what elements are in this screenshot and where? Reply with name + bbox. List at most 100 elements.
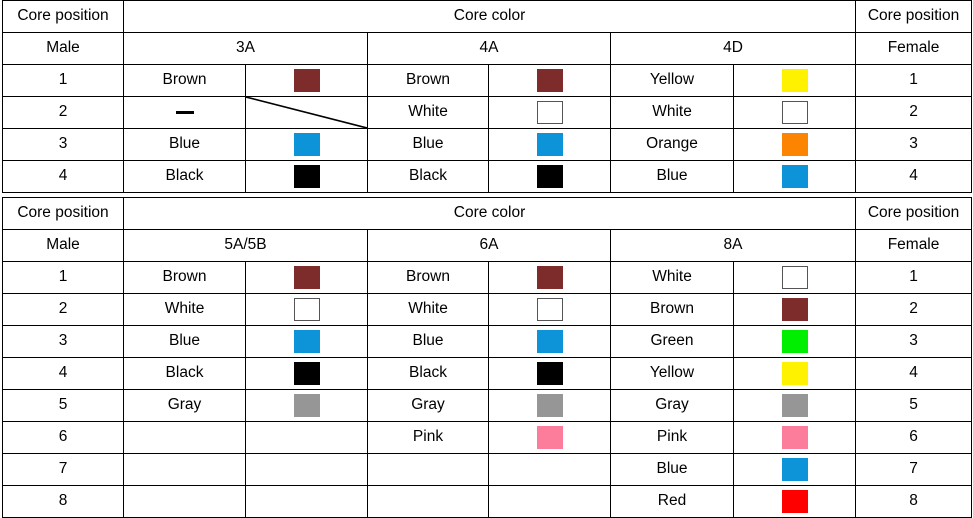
color-swatch-cell <box>488 261 611 294</box>
color-name: Red <box>610 485 734 518</box>
color-swatch-cell <box>732 96 857 129</box>
color-name: Black <box>123 160 246 193</box>
color-swatch-brown <box>536 69 563 92</box>
header-core-position-left: Core position <box>2 0 124 33</box>
color-swatch-orange <box>781 133 808 156</box>
color-swatch-black <box>293 362 320 385</box>
color-name <box>123 453 246 486</box>
dash-icon <box>175 110 194 114</box>
header-core-position-right: Core position <box>855 197 973 230</box>
color-swatch-cell <box>732 389 857 422</box>
subheader-group-5a-5b: 5A/5B <box>123 229 368 262</box>
color-swatch-cell <box>732 261 857 294</box>
color-name: Blue <box>123 128 246 161</box>
color-swatch-cell <box>488 389 611 422</box>
color-swatch-blue <box>293 330 320 353</box>
color-swatch-cell <box>245 389 368 422</box>
female-position: 6 <box>855 421 973 454</box>
color-name: White <box>367 293 489 326</box>
color-name <box>367 453 489 486</box>
color-name: Brown <box>367 64 489 97</box>
color-swatch-cell <box>488 128 611 161</box>
male-position: 4 <box>2 357 124 390</box>
color-swatch-cell <box>245 325 368 358</box>
color-name: Brown <box>123 261 246 294</box>
female-position: 7 <box>855 453 973 486</box>
color-name: White <box>610 96 734 129</box>
color-swatch-cell <box>245 453 368 486</box>
color-swatch-black <box>536 362 563 385</box>
color-swatch-cell <box>732 453 857 486</box>
color-swatch-brown <box>293 69 320 92</box>
header-core-position-right: Core position <box>855 0 973 33</box>
subheader-group-8a: 8A <box>609 229 857 262</box>
color-swatch-white <box>293 298 320 321</box>
color-swatch-cell <box>732 485 857 518</box>
color-swatch-blue <box>536 133 563 156</box>
color-swatch-white <box>781 101 808 124</box>
color-name: Black <box>367 160 489 193</box>
color-swatch-cell <box>245 261 368 294</box>
female-position: 8 <box>855 485 973 518</box>
color-swatch-brown <box>781 298 808 321</box>
color-name: Green <box>610 325 734 358</box>
color-name: Blue <box>367 325 489 358</box>
color-swatch-cell <box>732 160 857 193</box>
subheader-group-3a: 3A <box>123 32 368 65</box>
color-name: Blue <box>123 325 246 358</box>
color-swatch-cell <box>245 64 368 97</box>
male-position: 7 <box>2 453 124 486</box>
color-swatch-cell <box>245 485 368 518</box>
color-name: Yellow <box>610 357 734 390</box>
male-position: 4 <box>2 160 124 193</box>
female-position: 2 <box>855 293 973 326</box>
color-swatch-red <box>781 490 808 513</box>
color-name: Orange <box>610 128 734 161</box>
color-swatch-cell <box>488 421 611 454</box>
color-swatch-gray <box>536 394 563 417</box>
color-swatch-brown <box>293 266 320 289</box>
color-swatch-blue <box>536 330 563 353</box>
color-name: Blue <box>610 160 734 193</box>
subheader-group-4d: 4D <box>609 32 857 65</box>
color-swatch-white <box>536 298 563 321</box>
color-name: White <box>123 293 246 326</box>
header-core-color: Core color <box>122 197 857 230</box>
color-name: White <box>610 261 734 294</box>
color-name <box>367 485 489 518</box>
color-name: Brown <box>367 261 489 294</box>
color-name <box>123 96 246 129</box>
diagonal-strike-cell <box>245 96 368 129</box>
female-position: 3 <box>855 325 973 358</box>
color-swatch-cell <box>245 128 368 161</box>
color-name: Pink <box>610 421 734 454</box>
color-name: Yellow <box>610 64 734 97</box>
color-swatch-cell <box>732 64 857 97</box>
color-swatch-yellow <box>781 362 808 385</box>
color-swatch-pink <box>781 426 808 449</box>
color-name <box>123 485 246 518</box>
color-name: Gray <box>123 389 246 422</box>
color-swatch-cell <box>488 453 611 486</box>
color-swatch-cell <box>488 160 611 193</box>
color-swatch-cell <box>732 325 857 358</box>
color-swatch-cell <box>732 357 857 390</box>
color-swatch-blue <box>293 133 320 156</box>
color-swatch-gray <box>781 394 808 417</box>
color-swatch-cell <box>488 64 611 97</box>
color-swatch-cell <box>488 96 611 129</box>
subheader-female: Female <box>855 32 973 65</box>
